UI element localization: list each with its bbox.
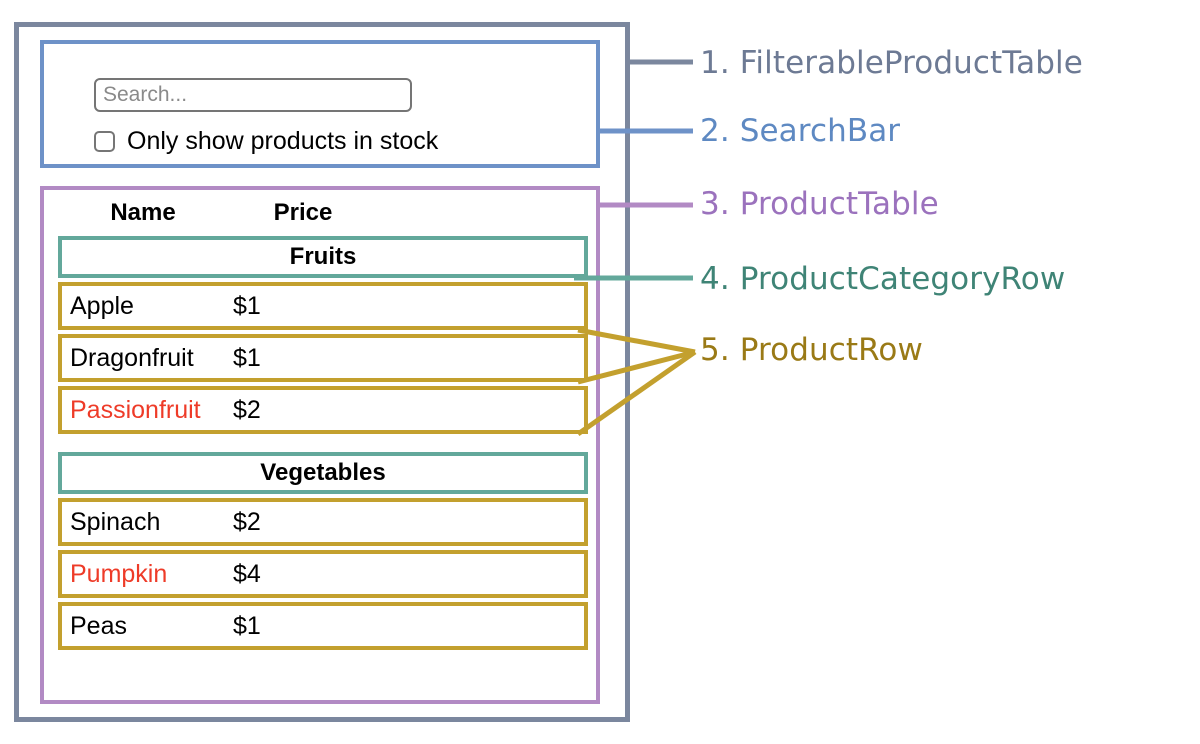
product-table-inner: Name Price Fruits Apple $1 Dragonfruit $… [58, 190, 588, 654]
product-price: $1 [233, 291, 261, 320]
in-stock-checkbox-row[interactable]: Only show products in stock [94, 124, 438, 158]
annotation-label-product-row: 5. ProductRow [700, 332, 923, 368]
in-stock-checkbox-label: Only show products in stock [127, 126, 439, 155]
product-name: Spinach [70, 507, 161, 536]
product-category-row: Vegetables [58, 452, 588, 494]
product-name: Dragonfruit [70, 343, 194, 372]
product-price: $1 [233, 343, 261, 372]
product-price: $2 [233, 507, 261, 536]
product-name: Pumpkin [70, 559, 168, 588]
product-price: $4 [233, 559, 261, 588]
product-row: Apple $1 [58, 282, 588, 330]
product-row: Pumpkin $4 [58, 550, 588, 598]
search-bar-frame: Only show products in stock [40, 40, 600, 168]
product-row: Spinach $2 [58, 498, 588, 546]
product-category-label: Fruits [289, 243, 357, 270]
product-name: Passionfruit [70, 395, 201, 424]
annotation-label-product-table: 3. ProductTable [700, 186, 939, 222]
product-row: Peas $1 [58, 602, 588, 650]
search-input[interactable] [94, 78, 412, 112]
column-header-price: Price [273, 199, 333, 226]
product-category-row: Fruits [58, 236, 588, 278]
product-row: Dragonfruit $1 [58, 334, 588, 382]
product-row: Passionfruit $2 [58, 386, 588, 434]
annotation-label-product-category-row: 4. ProductCategoryRow [700, 261, 1066, 297]
product-name: Apple [70, 291, 134, 320]
product-table-frame: Name Price Fruits Apple $1 Dragonfruit $… [40, 186, 600, 704]
table-header-row: Name Price [58, 190, 588, 236]
in-stock-checkbox[interactable] [94, 130, 115, 152]
annotation-label-filterable-product-table: 1. FilterableProductTable [700, 45, 1083, 81]
product-category-label: Vegetables [260, 459, 386, 486]
product-name: Peas [70, 611, 127, 640]
product-price: $2 [233, 395, 261, 424]
group-spacer [58, 438, 588, 452]
product-price: $1 [233, 611, 261, 640]
annotation-label-search-bar: 2. SearchBar [700, 113, 901, 149]
column-header-name: Name [110, 199, 176, 226]
